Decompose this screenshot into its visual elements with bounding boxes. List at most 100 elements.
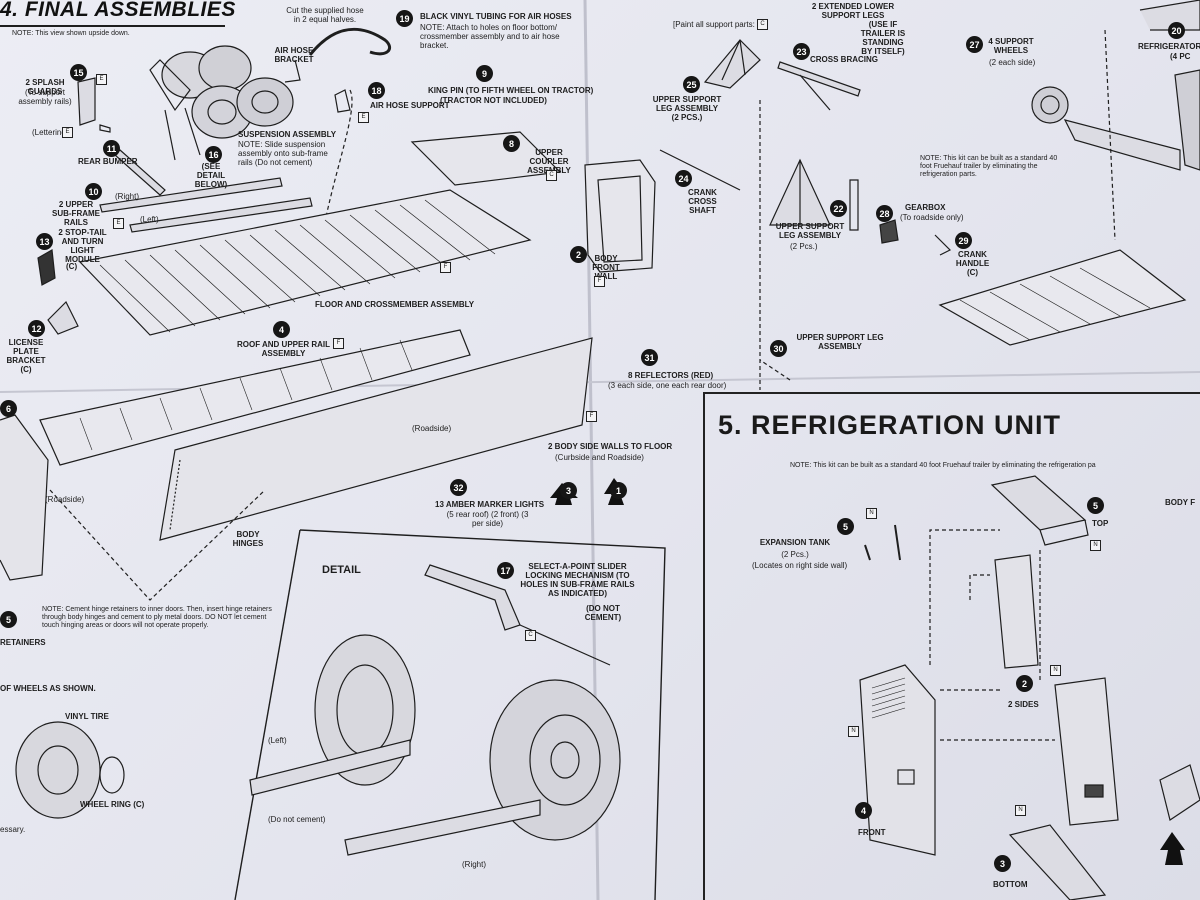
stop-tail-label: 2 STOP-TAIL AND TURN LIGHT MODULE xyxy=(58,228,107,264)
section-5-panel xyxy=(703,392,1200,900)
paint-support-label: [Paint all support parts: xyxy=(673,20,755,29)
callout-24: 24 xyxy=(675,170,692,187)
callout-6: 5 xyxy=(837,518,854,535)
floor-label: FLOOR AND CROSSMEMBER ASSEMBLY xyxy=(315,300,475,309)
callout-31: 31 xyxy=(641,349,658,366)
callout-5: 5 xyxy=(1087,497,1104,514)
detail-do-not-cement: (Do not cement) xyxy=(268,815,326,824)
callout-18: 18 xyxy=(368,82,385,99)
callout-23: 23 xyxy=(793,43,810,60)
suspension-label: SUSPENSION ASSEMBLY xyxy=(238,130,337,139)
tag-n: N xyxy=(866,508,877,519)
section-5-note: NOTE: This kit can be built as a standar… xyxy=(790,462,1096,469)
callout-10: 10 xyxy=(85,183,102,200)
roadside-label: (Roadside) xyxy=(412,424,452,433)
callout-11: 11 xyxy=(103,140,120,157)
tag-f-4: F xyxy=(586,411,597,422)
front-label: FRONT xyxy=(858,828,886,837)
detail-title: DETAIL xyxy=(322,564,361,576)
callout-4: 4 xyxy=(273,321,290,338)
paint-support-tag: C xyxy=(757,19,768,30)
callout-8: 8 xyxy=(503,135,520,152)
section-5-title: 5. Refrigeration Unit xyxy=(718,410,1062,440)
tag-f-2: F xyxy=(594,276,605,287)
callout-29: 29 xyxy=(955,232,972,249)
callout-19: 19 xyxy=(396,10,413,27)
ext-lower-legs-sub: (Use if trailer is standing by itself) xyxy=(860,20,906,56)
air-hose-bracket-label: AIR HOSE BRACKET xyxy=(274,46,314,64)
gearbox-label: GEARBOX xyxy=(905,203,946,212)
vinyl-tire-label: VINYL TIRE xyxy=(65,712,109,721)
upper-leg-assy2-label: UPPER SUPPORT LEG ASSEMBLY xyxy=(775,222,845,240)
cut-hose-label: Cut the supplied hose in 2 equal halves. xyxy=(286,6,364,24)
roadside-label-2: (Roadside) xyxy=(45,495,85,504)
stop-tail-sub: (C) xyxy=(66,262,78,271)
king-pin-label: KING PIN (To fifth wheel on tractor) xyxy=(428,86,594,95)
slider-label: SELECT-A-POINT SLIDER LOCKING MECHANISM … xyxy=(520,562,635,598)
roof-label: ROOF AND UPPER RAIL ASSEMBLY xyxy=(236,340,331,358)
support-wheels-sub: (2 each side) xyxy=(989,58,1036,67)
section-4-title: 4. Final Assemblies xyxy=(0,0,236,21)
support-wheels-label: 4 SUPPORT WHEELS xyxy=(988,37,1034,55)
callout-17: 17 xyxy=(497,562,514,579)
amber-sub: (5 rear roof) (2 front) (3 per side) xyxy=(446,510,529,528)
left-label: (Left) xyxy=(140,215,159,224)
refrig-note: NOTE: This kit can be built as a standar… xyxy=(920,155,1058,178)
rear-bumper-label: REAR BUMPER xyxy=(78,157,138,166)
crank-cross-shaft-label: CRANK CROSS SHAFT xyxy=(688,188,717,215)
callout-16: 16 xyxy=(205,146,222,163)
expansion-tank-sub: (2 Pcs.) xyxy=(781,550,809,559)
tag-c-2: C xyxy=(525,630,536,641)
body-hinges-label: BODY HINGES xyxy=(232,530,264,548)
callout-27: 27 xyxy=(966,36,983,53)
tag-e: E xyxy=(96,74,107,85)
upper-leg-assy2-sub: (2 Pcs.) xyxy=(790,242,818,251)
tag-n-5: N xyxy=(1015,805,1026,816)
tag-n-4: N xyxy=(848,726,859,737)
crank-handle-label: CRANK HANDLE (C) xyxy=(955,250,990,277)
splash-guards-label: 2 SPLASH GUARDS xyxy=(25,78,65,96)
upper-leg-assy3-label: UPPER SUPPORT LEG ASSEMBLY xyxy=(796,333,884,351)
two-sides-label: 2 SIDES xyxy=(1008,700,1039,709)
suspension-note: NOTE: Slide suspension assembly onto sub… xyxy=(238,140,328,167)
tag-n-3: N xyxy=(1050,665,1061,676)
hinge-note: NOTE: Cement hinge retainers to inner do… xyxy=(42,606,272,629)
gearbox-sub: (To roadside only) xyxy=(900,213,964,222)
lettering-tag: E xyxy=(62,127,73,138)
body-side-walls-sub: (Curbside and Roadside) xyxy=(555,453,644,462)
right-label: (Right) xyxy=(115,192,140,201)
callout-2-sides: 2 xyxy=(1016,675,1033,692)
reflectors-label: 8 REFLECTORS (Red) xyxy=(628,371,714,380)
reflectors-sub: (3 each side, one each rear door) xyxy=(608,381,727,390)
expansion-tank-note: (Locates on right side wall) xyxy=(752,561,848,570)
callout-3-bottom: 3 xyxy=(994,855,1011,872)
tag-f: F xyxy=(440,262,451,273)
callout-9: 9 xyxy=(476,65,493,82)
top-label: TOP xyxy=(1092,519,1109,528)
do-not-cement-label: (DO NOT CEMENT) xyxy=(584,604,622,622)
callout-13: 13 xyxy=(36,233,53,250)
wheels-as-shown-label: OF WHEELS AS SHOWN. xyxy=(0,684,96,693)
lettering-label: (Lettering: xyxy=(32,128,69,137)
splash-guards-sub: (To support assembly rails) xyxy=(18,88,72,106)
refrigerator-sub: (4 Pc xyxy=(1170,52,1191,61)
upper-leg-assy-label: UPPER SUPPORT LEG ASSEMBLY (2 Pcs.) xyxy=(652,95,722,122)
callout-20: 20 xyxy=(1168,22,1185,39)
body-side-walls-label: 2 BODY SIDE WALLS TO FLOOR xyxy=(548,442,673,451)
callout-6-left: 6 xyxy=(0,400,17,417)
ext-lower-legs-label: 2 EXTENDED LOWER SUPPORT LEGS xyxy=(811,2,895,20)
body-f-label: BODY F xyxy=(1165,498,1196,507)
callout-32: 32 xyxy=(450,479,467,496)
detail-right-label: (Right) xyxy=(462,860,487,869)
section-4-note: NOTE: This view shown upside down. xyxy=(12,30,130,37)
callout-1: 1 xyxy=(610,482,627,499)
vinyl-tubing-note: NOTE: Attach to holes on floor bottom/ c… xyxy=(420,23,560,50)
king-pin-sub: (TRACTOR NOT INCLUDED) xyxy=(440,96,547,105)
see-detail-label: (SEE DETAIL BELOW) xyxy=(194,162,228,189)
callout-5-left: 5 xyxy=(0,611,17,628)
callout-4-front: 4 xyxy=(855,802,872,819)
retainers-label: RETAINERS xyxy=(0,638,46,647)
callout-2: 2 xyxy=(570,246,587,263)
